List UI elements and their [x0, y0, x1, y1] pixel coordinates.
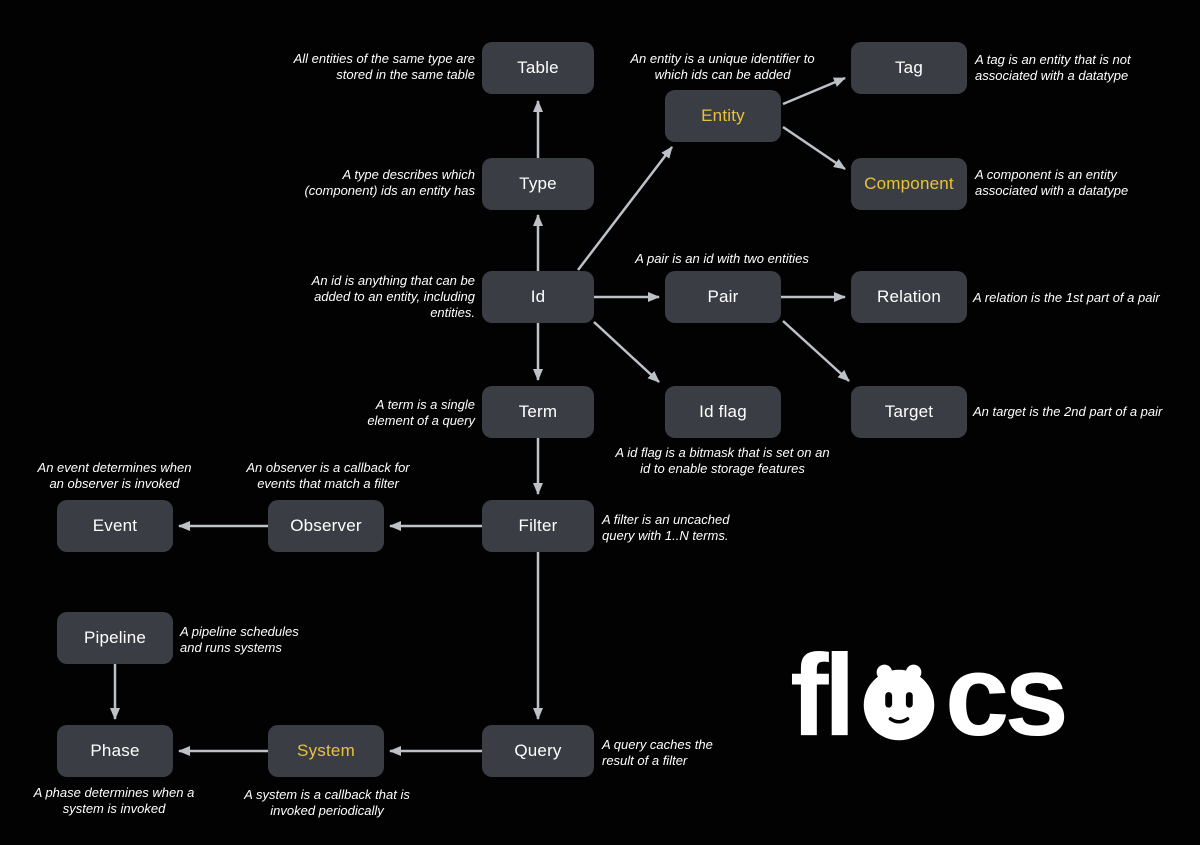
node-component: Component: [851, 158, 967, 210]
note-filter: A filter is an uncached query with 1..N …: [602, 512, 730, 543]
note-system: A system is a callback that is invoked p…: [244, 787, 410, 818]
arrow-pair-to-target: [782, 320, 850, 382]
node-tag: Tag: [851, 42, 967, 94]
note-idflag: A id flag is a bitmask that is set on an…: [615, 445, 830, 476]
logo-text-left: fl: [790, 630, 856, 760]
note-id: An id is anything that can be added to a…: [311, 273, 475, 320]
note-entity: An entity is a unique identifier to whic…: [630, 51, 815, 82]
flecs-logo: fl cs: [790, 630, 1069, 760]
node-pair: Pair: [665, 271, 781, 323]
node-pipeline: Pipeline: [57, 612, 173, 664]
node-observer: Observer: [268, 500, 384, 552]
note-observer: An observer is a callback for events tha…: [246, 460, 410, 491]
node-query: Query: [482, 725, 594, 777]
node-system: System: [268, 725, 384, 777]
node-entity: Entity: [665, 90, 781, 142]
node-phase: Phase: [57, 725, 173, 777]
node-event: Event: [57, 500, 173, 552]
note-event: An event determines when an observer is …: [37, 460, 192, 491]
node-filter: Filter: [482, 500, 594, 552]
logo-text-right: cs: [944, 630, 1069, 760]
arrow-entity-to-component: [782, 125, 846, 171]
note-tag: A tag is an entity that is not associate…: [975, 52, 1131, 83]
note-type: A type describes which (component) ids a…: [304, 167, 475, 198]
note-pair: A pair is an id with two entities: [635, 251, 809, 266]
arrow-id-to-idflag: [593, 321, 660, 383]
node-target: Target: [851, 386, 967, 438]
note-table: All entities of the same type are stored…: [293, 51, 475, 82]
note-relation: A relation is the 1st part of a pair: [973, 290, 1160, 305]
note-term: A term is a single element of a query: [367, 397, 475, 428]
node-relation: Relation: [851, 271, 967, 323]
note-query: A query caches the result of a filter: [602, 737, 713, 768]
note-component: A component is an entity associated with…: [975, 167, 1129, 198]
node-id: Id: [482, 271, 594, 323]
node-term: Term: [482, 386, 594, 438]
flecs-mascot-icon: [863, 664, 935, 741]
note-target: An target is the 2nd part of a pair: [973, 404, 1163, 419]
node-table: Table: [482, 42, 594, 94]
node-type: Type: [482, 158, 594, 210]
note-pipeline: A pipeline schedules and runs systems: [180, 624, 299, 655]
note-phase: A phase determines when a system is invo…: [33, 785, 195, 816]
node-idflag: Id flag: [665, 386, 781, 438]
